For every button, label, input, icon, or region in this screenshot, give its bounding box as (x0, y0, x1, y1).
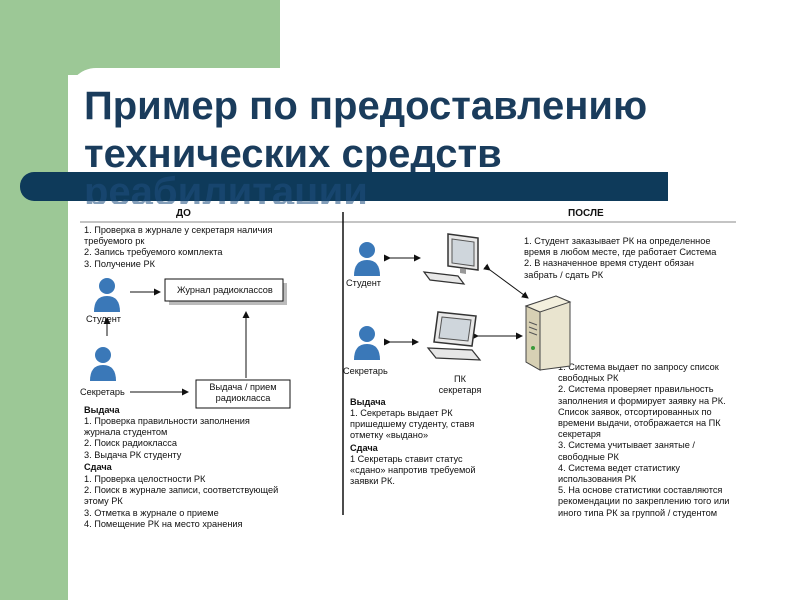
journal-box (164, 278, 284, 302)
slide-title: Пример по предоставлению технических сре… (84, 84, 648, 176)
before-return-header: Сдача (84, 462, 112, 472)
after-secretary-label: Секретарь (343, 366, 388, 376)
after-issue-steps: 1. Секретарь выдает РК пришедшему студен… (350, 408, 475, 441)
after-student-steps: 1. Студент заказывает РК на определенное… (524, 236, 717, 280)
after-student-person-icon (354, 242, 380, 276)
issue-box (195, 379, 291, 409)
issue-box-label: Выдача / прием радиокласса (209, 382, 277, 404)
after-return-header: Сдача (350, 443, 378, 453)
desktop-computer-icon (422, 233, 479, 285)
pc-label: ПК секретаря (438, 374, 482, 396)
before-header: ДО (176, 208, 191, 219)
secretary-person-icon (90, 347, 116, 381)
slide-card (68, 68, 800, 600)
before-issue-steps: 1. Проверка правильности заполнения журн… (84, 416, 250, 460)
after-header: ПОСЛЕ (568, 208, 604, 219)
system-steps: 1. Система выдает по запросу список своб… (558, 362, 730, 518)
before-secretary-label: Секретарь (80, 387, 125, 397)
green-corner-left (0, 0, 68, 600)
before-steps: 1. Проверка в журнале у секретаря наличи… (84, 225, 273, 269)
journal-label: Журнал радиоклассов (177, 285, 273, 295)
student-person-icon (94, 278, 120, 312)
slide-title-faded: реабилитации (84, 170, 368, 204)
laptop-icon (426, 311, 482, 361)
after-return-steps: 1 Секретарь ставит статус «сдано» напрот… (350, 454, 476, 487)
before-student-label: Студент (86, 314, 121, 324)
after-issue-header: Выдача (350, 397, 386, 407)
after-secretary-person-icon (354, 326, 380, 360)
server-icon (524, 295, 572, 371)
before-issue-header: Выдача (84, 405, 120, 415)
title-underline-bar (20, 172, 668, 201)
after-student-label: Студент (346, 278, 381, 288)
arrow-pc-server (483, 263, 529, 299)
before-return-steps: 1. Проверка целостности РК 2. Поиск в жу… (84, 474, 279, 529)
